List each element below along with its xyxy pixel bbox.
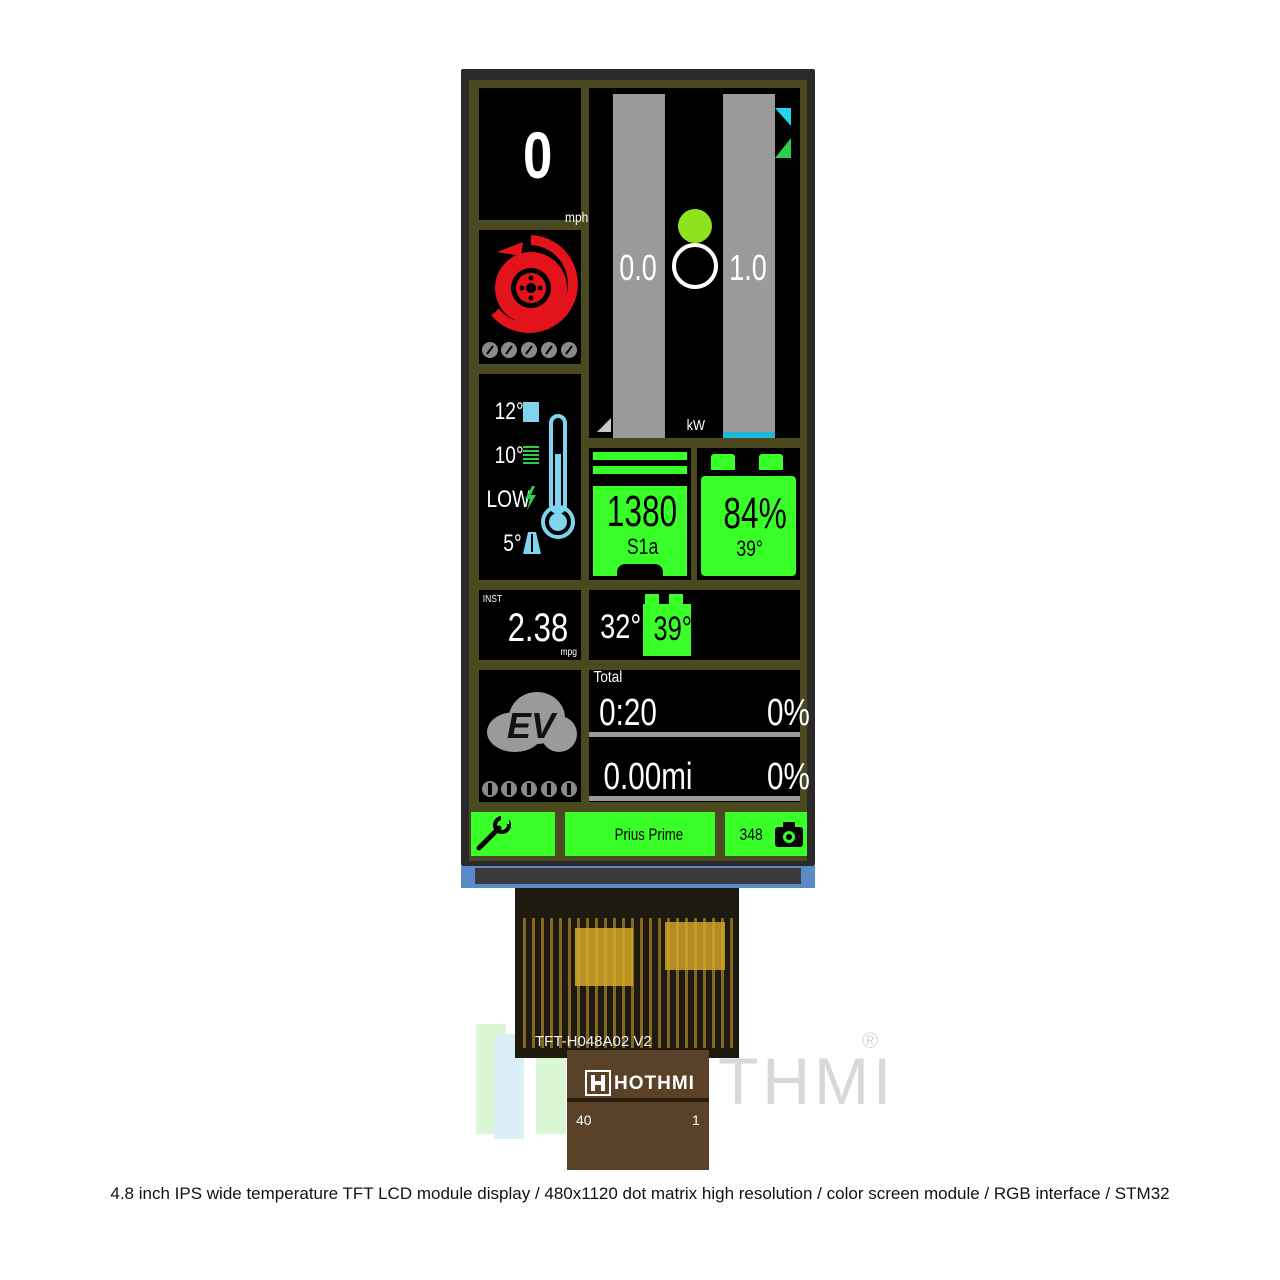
driver-board [515, 888, 739, 1058]
display-frame-bottom [461, 866, 815, 888]
battery-value: 84% [723, 489, 787, 538]
inst-unit: mpg [560, 647, 577, 658]
battery-panel: 84% 39° [697, 448, 800, 580]
fuel-sub: S1a [626, 534, 659, 559]
corner-triangle-icon [597, 418, 611, 432]
speed-panel: 0 mph [479, 88, 588, 224]
temp-item-2: 10° [494, 442, 524, 469]
ev-door-indicators [479, 778, 581, 800]
board-chip [575, 928, 633, 986]
fuel-panel: 1380 S1a [589, 448, 691, 580]
trip-time: 0:20 [599, 692, 657, 734]
pin-label-right: 1 [692, 1112, 700, 1128]
bolt-icon [523, 486, 537, 510]
fuel-gauge-box [593, 486, 687, 576]
temp-battery-body [643, 604, 691, 656]
fuel-value: 1380 [606, 487, 678, 536]
ev-cloud-icon [485, 690, 577, 756]
wrench-icon [475, 816, 511, 852]
product-caption: 4.8 inch IPS wide temperature TFT LCD mo… [110, 1184, 1170, 1203]
inst-value: 2.38 [507, 606, 569, 650]
temp-row-panel: 32° 39° [589, 590, 800, 660]
brake-disc-icon [483, 234, 579, 334]
speed-unit: mph [565, 209, 589, 225]
board-model: TFT-H048A02 V2 [535, 1033, 652, 1050]
watermark-text: THMI [718, 1044, 896, 1118]
camera-button[interactable]: 348 [725, 812, 807, 856]
trip-distance: 0.00mi [603, 756, 693, 798]
trip-distance-pct: 0% [767, 756, 810, 798]
battery-terminal-left [711, 454, 735, 470]
temp-item-4: 5° [503, 530, 522, 557]
trip-time-bar [589, 732, 800, 737]
inst-label: INST [482, 594, 503, 605]
inst-panel: INST 2.38 mpg [479, 590, 581, 660]
outside-temp: 32° [600, 608, 642, 646]
tire-indicators [479, 340, 581, 360]
battery-terminal-right [759, 454, 783, 470]
power-left-value: 0.0 [619, 247, 657, 288]
trip-panel: Total 0:20 0% 0.00mi 0% [589, 669, 810, 802]
ev-panel: EV [479, 670, 581, 802]
power-bar-fill [723, 432, 775, 438]
power-unit: kW [686, 417, 706, 434]
fuel-stripe-mid [593, 466, 687, 474]
settings-button[interactable] [471, 812, 555, 856]
seat-heat-icon [523, 402, 539, 422]
battery-body [701, 476, 796, 576]
battery-sub: 39° [736, 536, 763, 561]
trip-distance-bar [589, 796, 800, 801]
ev-badge: EV [507, 705, 556, 746]
trip-time-pct: 0% [767, 692, 810, 734]
power-bar-left [613, 94, 665, 438]
vehicle-name-button[interactable]: Prius Prime [565, 812, 715, 856]
temperature-panel: 12° 10° LOW 5° [479, 374, 581, 580]
brake-panel [479, 230, 581, 364]
radiator-icon [523, 446, 539, 464]
brand-logo-icon [585, 1070, 611, 1096]
registered-mark: ® [862, 1028, 879, 1053]
camera-icon [773, 820, 805, 848]
brand-text: HOTHMI [614, 1073, 695, 1094]
flag-icon [775, 108, 791, 158]
power-bar-right [723, 94, 775, 438]
energy-flow-indicator [671, 204, 719, 300]
pin-label-left: 40 [576, 1112, 592, 1128]
fuel-notch [617, 564, 663, 578]
fpc-cable [567, 1050, 709, 1170]
power-right-value: 1.0 [729, 247, 767, 288]
temp-item-1: 12° [494, 398, 524, 425]
temp-battery-terminal-right [669, 594, 683, 604]
thermometer-icon [541, 414, 575, 542]
road-icon [523, 532, 541, 554]
temp-battery-terminal-left [645, 594, 659, 604]
trip-label: Total [593, 669, 623, 686]
lcd-screen: 0 mph 0.0 1.0 kW [469, 80, 810, 861]
power-panel: 0.0 1.0 kW [589, 88, 800, 438]
vehicle-name: Prius Prime [614, 825, 684, 844]
board-chip-2 [665, 922, 725, 970]
fuel-stripe-top [593, 452, 687, 460]
speed-value: 0 [523, 118, 553, 192]
battery-temp: 39° [653, 610, 692, 648]
photo-count: 348 [739, 825, 763, 844]
temp-item-3: LOW [486, 486, 531, 513]
